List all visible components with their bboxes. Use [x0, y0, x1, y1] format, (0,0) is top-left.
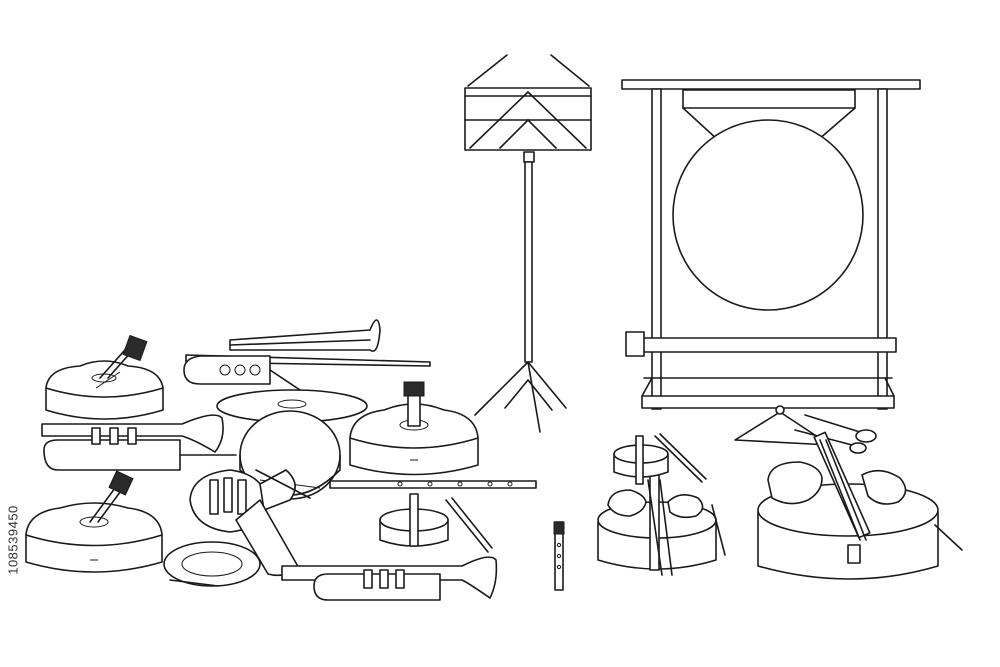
- music-stand: [464, 54, 592, 433]
- recorder: [553, 521, 565, 591]
- violin: [379, 493, 493, 553]
- guitar-center: [349, 381, 479, 476]
- flute: [329, 480, 537, 489]
- trumpet-middle: [41, 414, 237, 471]
- trombone: [183, 319, 431, 391]
- trumpet-bottom: [281, 556, 498, 601]
- guitar-bottom-left: [25, 470, 163, 573]
- viola: [613, 433, 707, 485]
- triangle-and-mallets: [734, 405, 877, 454]
- cello: [597, 469, 726, 576]
- gong: [621, 79, 921, 410]
- double-bass: [757, 431, 963, 580]
- guitar-top-left: [45, 334, 164, 420]
- stock-id-label: 108539450: [2, 440, 24, 640]
- stock-id-text: 108539450: [5, 505, 21, 575]
